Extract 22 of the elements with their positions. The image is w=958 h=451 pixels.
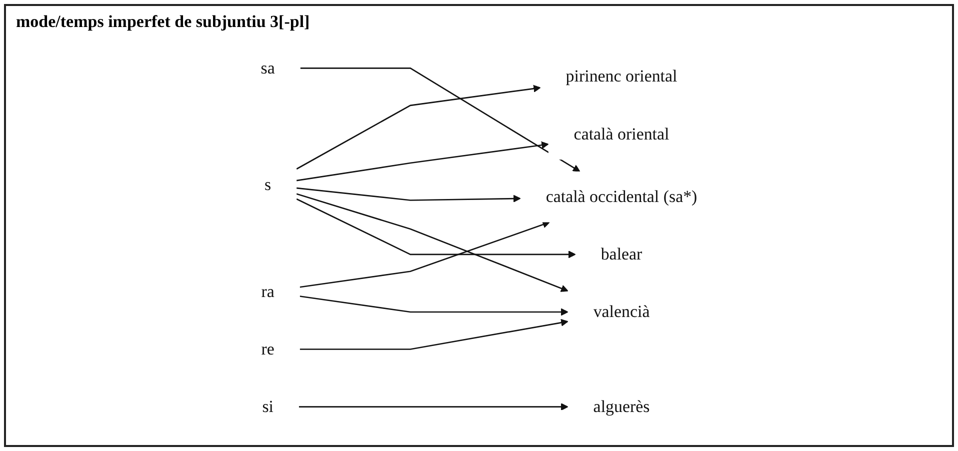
arrow [300,318,568,350]
arrow [300,296,568,316]
node-text: ra [261,282,274,301]
arrow [298,403,568,411]
node-text: català occidental (sa*) [546,188,698,206]
node-text: sa [260,58,275,78]
node-text: català oriental [574,124,670,144]
arrow [296,141,549,182]
arrow [300,220,550,288]
node-text: s [264,176,272,194]
arrow [296,198,576,258]
node-text: si [262,398,274,416]
node-text: pirinenc oriental [566,67,678,86]
node-text: alguerès [593,398,650,416]
arrow [296,193,568,292]
node-text: re [261,340,274,359]
arrow [296,187,521,202]
node-text: valencià [593,302,650,322]
diagram-title: mode/temps imperfet de subjuntiu 3[-pl] [16,12,311,32]
node-text: balear [600,245,642,264]
arrow [300,68,580,172]
arrow [296,84,541,170]
